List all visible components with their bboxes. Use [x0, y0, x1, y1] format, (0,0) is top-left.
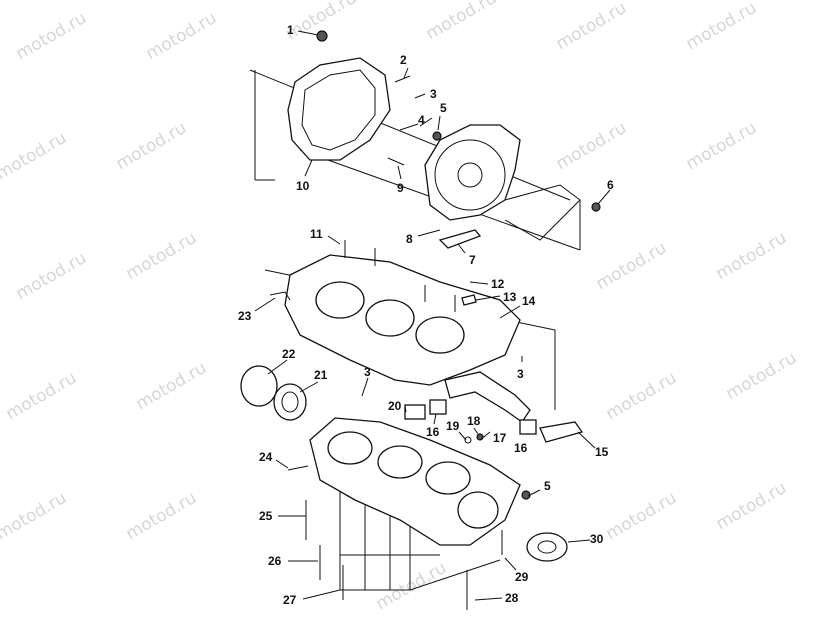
callout-15: 15 [595, 445, 609, 459]
callout-3b: 3 [364, 365, 371, 379]
watermark: motod.ru [3, 368, 81, 424]
watermark: motod.ru [423, 0, 501, 44]
callout-8: 8 [406, 232, 413, 246]
lower-crankcase [287, 417, 531, 610]
watermark: motod.ru [373, 558, 451, 614]
watermark: motod.ru [713, 478, 791, 534]
callout-18: 18 [467, 414, 481, 428]
callouts: 1 2 3 4 5 6 7 8 9 10 11 12 13 14 15 16 1… [238, 23, 614, 607]
stator-cover-assembly [249, 30, 601, 251]
callout-5: 5 [440, 101, 447, 115]
callout-24: 24 [259, 450, 273, 464]
callout-3: 3 [430, 87, 437, 101]
watermark: motod.ru [603, 488, 681, 544]
callout-11: 11 [310, 227, 323, 241]
callout-20: 20 [388, 399, 402, 413]
watermark: motod.ru [553, 118, 631, 174]
watermark: motod.ru [593, 238, 671, 294]
callout-7: 7 [469, 253, 476, 267]
watermark: motod.ru [13, 248, 91, 304]
callout-19: 19 [446, 419, 460, 433]
callout-5b: 5 [544, 479, 551, 493]
watermark: motod.ru [13, 8, 91, 64]
seal-part-30 [526, 532, 568, 562]
callout-30: 30 [590, 532, 604, 546]
seal-part-22 [240, 365, 278, 407]
callout-10: 10 [296, 179, 310, 193]
watermark: motod.ru [713, 228, 791, 284]
watermark: motod.ru [133, 358, 211, 414]
callout-27: 27 [283, 593, 297, 607]
watermark: motod.ru [723, 348, 801, 404]
watermark: motod.ru [143, 8, 221, 64]
bracket-part-7 [438, 229, 482, 249]
seal-part-21 [273, 383, 307, 421]
callout-26: 26 [268, 554, 282, 568]
watermark: motod.ru [123, 228, 201, 284]
callout-22: 22 [282, 347, 296, 361]
watermark: motod.ru [113, 118, 191, 174]
watermark: motod.ru [603, 368, 681, 424]
callout-1: 1 [287, 23, 294, 37]
callout-4: 4 [418, 113, 425, 127]
upper-crankcase [264, 240, 556, 410]
seal-part-16 [429, 399, 447, 415]
callout-16b: 16 [514, 441, 528, 455]
watermark: motod.ru [123, 488, 201, 544]
callout-6: 6 [607, 178, 614, 192]
watermark: motod.ru [683, 0, 761, 54]
recoil-cover [424, 124, 521, 221]
watermark: motod.ru [553, 0, 631, 54]
callout-13: 13 [503, 290, 517, 304]
callout-3c: 3 [517, 367, 524, 381]
callout-14: 14 [522, 294, 536, 308]
callout-25: 25 [259, 509, 273, 523]
callout-9: 9 [397, 181, 404, 195]
watermark: motod.ru [0, 128, 70, 184]
callout-28: 28 [505, 591, 519, 605]
plug-part-1 [316, 30, 328, 42]
callout-16: 16 [426, 425, 440, 439]
callout-21: 21 [314, 368, 328, 382]
callout-29: 29 [515, 570, 529, 584]
stator-cover [287, 57, 391, 161]
callout-23: 23 [238, 309, 252, 323]
watermark: motod.ru [0, 488, 70, 544]
watermark: motod.ru [683, 118, 761, 174]
callout-12: 12 [491, 277, 505, 291]
callout-2: 2 [400, 53, 407, 67]
water-pipes [240, 365, 584, 562]
callout-17: 17 [493, 431, 507, 445]
pipe-part-15 [539, 421, 584, 443]
